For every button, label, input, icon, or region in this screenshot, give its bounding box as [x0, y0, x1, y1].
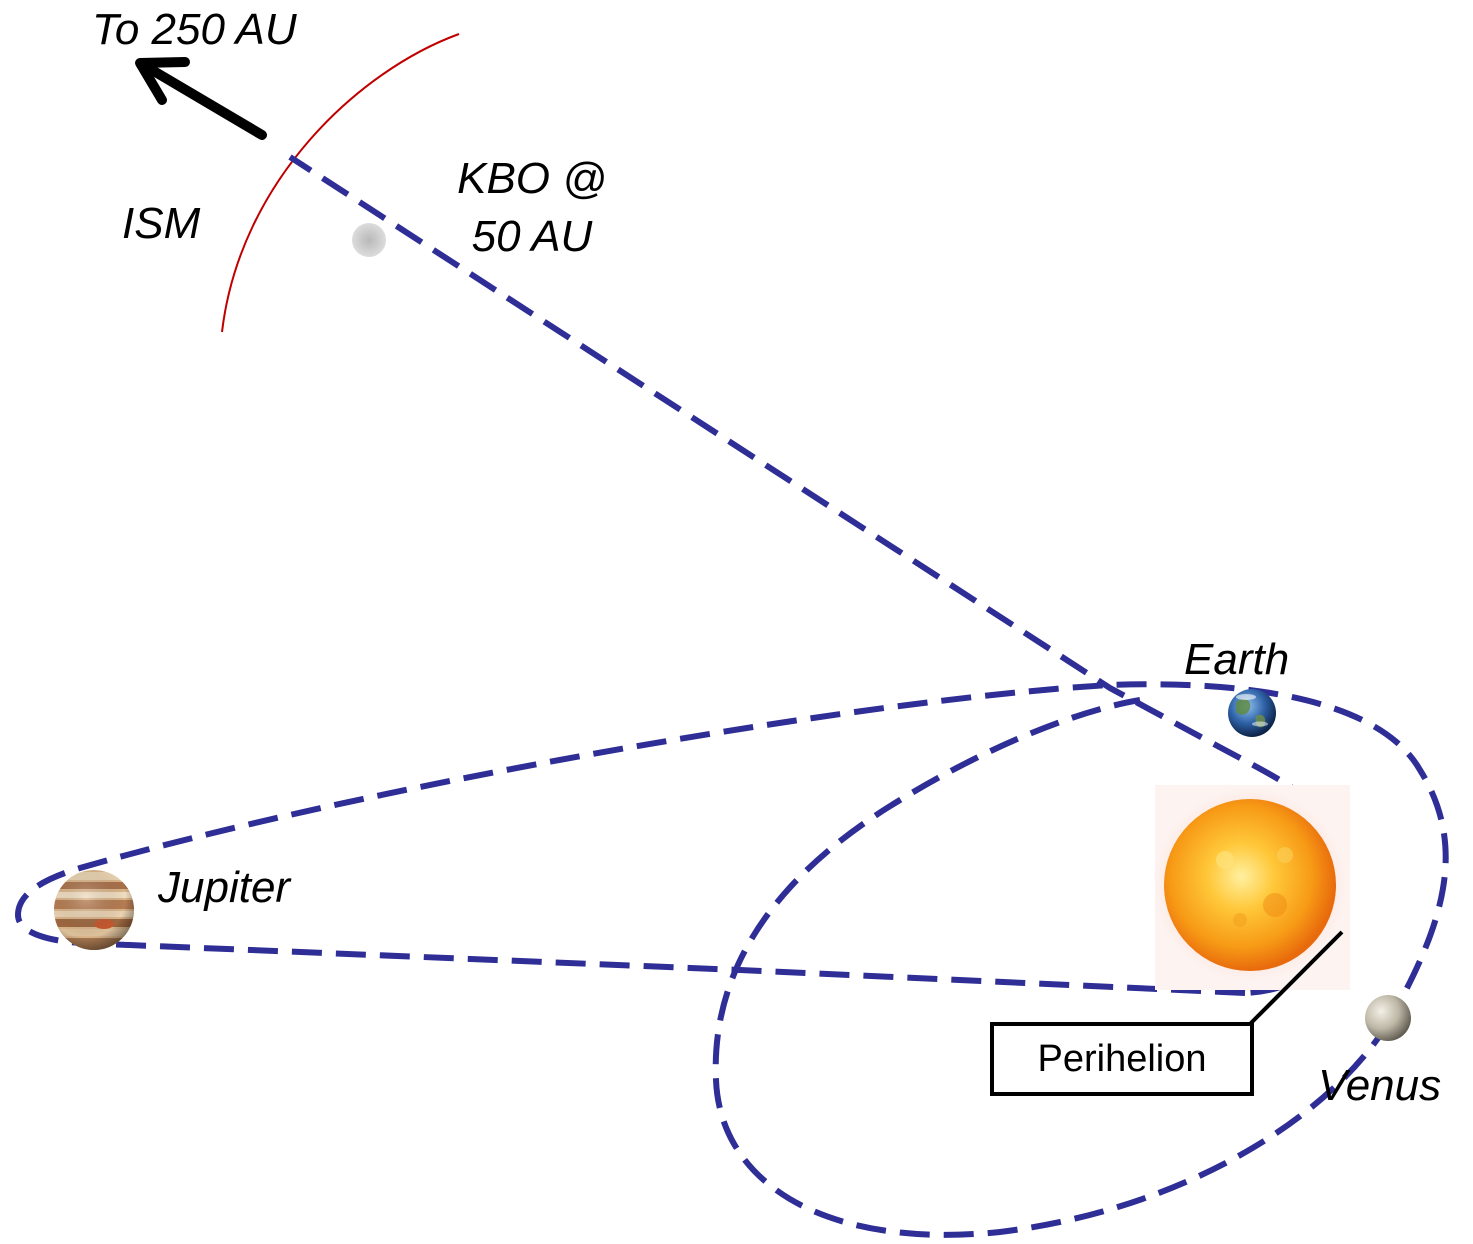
- venus-label: Venus: [1318, 1061, 1442, 1110]
- perihelion-label: Perihelion: [990, 1022, 1254, 1096]
- earth-label: Earth: [1184, 635, 1290, 684]
- trajectory-jupiter-loop: [14, 681, 1449, 1022]
- jupiter-icon: [54, 870, 134, 950]
- trajectory-outbound: [288, 154, 1348, 886]
- ism-label: ISM: [122, 199, 201, 248]
- jupiter-label: Jupiter: [158, 863, 291, 912]
- kbo-label: KBO @ 50 AU: [432, 150, 632, 266]
- arrow-icon: [135, 57, 267, 140]
- ism-boundary: [221, 33, 460, 333]
- kbo-label-line2: 50 AU: [471, 212, 593, 261]
- to-250-au-label: To 250 AU: [92, 5, 297, 54]
- kbo-icon: [352, 223, 386, 257]
- kbo-label-line1: KBO @: [457, 154, 607, 203]
- sun-icon: [1153, 785, 1350, 990]
- perihelion-callout-line: [1248, 930, 1344, 1026]
- venus-icon: [1365, 995, 1411, 1041]
- earth-icon: [1228, 689, 1276, 737]
- trajectory-inner-loop: [712, 697, 1393, 1238]
